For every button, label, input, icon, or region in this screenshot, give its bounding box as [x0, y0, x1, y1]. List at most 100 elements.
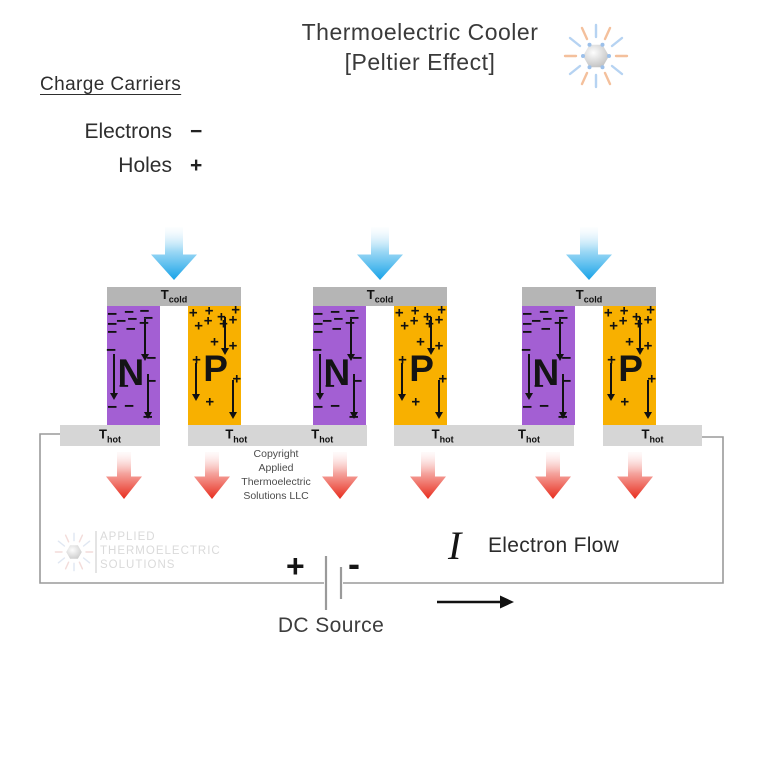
block-letter: N — [532, 351, 560, 393]
watermark-line: APPLIED — [100, 531, 156, 543]
carrier-drift-arrow — [318, 353, 321, 395]
legend-row-electrons: Electrons − — [40, 120, 260, 146]
tec-module-1: Tcold −−−−−−−−−−−−−−−−−N +++++++++++++P — [106, 287, 242, 447]
carrier-drift-arrow — [527, 353, 530, 395]
carrier-symbol: − — [345, 301, 356, 321]
carrier-symbol: − — [540, 319, 551, 339]
electrons-label: Electrons — [84, 120, 172, 143]
carrier-symbol: + — [603, 304, 613, 322]
carrier-symbol: − — [124, 396, 135, 416]
carrier-symbol: + — [438, 370, 448, 388]
battery-plus-label: + — [286, 548, 305, 584]
sun-burst-icon — [556, 16, 636, 96]
minus-symbol: − — [190, 120, 203, 143]
block-letter: N — [323, 351, 351, 393]
t-hot-label: Thot — [225, 426, 248, 444]
carrier-symbol: − — [107, 304, 118, 324]
hot-plate: Thot — [60, 425, 160, 446]
carrier-symbol: − — [558, 308, 569, 328]
carrier-symbol: + — [646, 301, 656, 319]
heat-rejected-arrow — [535, 452, 571, 499]
legend-row-holes: Holes + — [40, 154, 260, 180]
carrier-symbol: − — [522, 322, 533, 342]
watermark-text: APPLIED THERMOELECTRIC SOLUTIONS — [100, 530, 221, 572]
watermark-divider — [95, 531, 97, 573]
block-letter: P — [618, 348, 643, 390]
hot-plate: Thot Thot — [394, 425, 574, 446]
charge-carriers-legend: Charge Carriers Electrons − Holes + — [40, 74, 260, 177]
carrier-symbol: + — [231, 301, 241, 319]
carrier-symbol: + — [400, 317, 409, 335]
carrier-symbol: + — [228, 311, 238, 329]
carrier-symbol: − — [531, 311, 542, 331]
carrier-symbol: − — [106, 340, 117, 360]
carrier-symbol: − — [561, 348, 572, 368]
carrier-symbol: + — [434, 311, 444, 329]
carrier-symbol: + — [434, 337, 444, 355]
carrier-symbol: − — [125, 319, 136, 339]
page-title: Thermoelectric Cooler [Peltier Effect] — [230, 17, 610, 77]
carrier-symbol: − — [331, 319, 342, 339]
carrier-drift-arrow — [638, 316, 641, 349]
carrier-symbol: − — [554, 301, 565, 321]
n-type-block: −−−−−−−−−−−−−−−−−N — [106, 302, 160, 425]
carrier-symbol: + — [620, 393, 630, 411]
p-type-block: +++++++++++++P — [603, 302, 656, 425]
carrier-drift-arrow — [223, 316, 226, 349]
carrier-drift-arrow — [231, 379, 234, 414]
carrier-symbol: − — [118, 376, 129, 396]
tec-module-2: Tcold −−−−−−−−−−−−−−−−−N +++++++++++++P — [312, 287, 448, 447]
carrier-symbol: − — [124, 302, 135, 322]
title-line1: Thermoelectric Cooler — [301, 19, 539, 45]
carrier-symbol: − — [352, 371, 363, 391]
carrier-symbol: + — [410, 302, 420, 320]
carrier-symbol: − — [146, 371, 157, 391]
title-line2: [Peltier Effect] — [344, 49, 496, 75]
carrier-symbol: + — [192, 351, 201, 369]
heat-absorbed-arrow — [357, 227, 403, 280]
heat-absorbed-arrow — [151, 227, 197, 280]
carrier-drift-arrow — [610, 363, 613, 396]
cold-plate: Tcold — [522, 287, 656, 306]
electron-flow-arrow — [437, 595, 514, 609]
holes-label: Holes — [118, 154, 172, 177]
cold-plate: Tcold — [107, 287, 241, 306]
carrier-symbol: + — [194, 317, 203, 335]
carrier-symbol: − — [522, 304, 533, 324]
carrier-symbol: − — [561, 371, 572, 391]
block-letter: P — [203, 348, 228, 390]
carrier-drift-arrow — [646, 379, 649, 414]
copyright-line: Thermoelectric — [241, 476, 311, 488]
carrier-symbol: + — [216, 308, 226, 326]
n-type-block: −−−−−−−−−−−−−−−−−N — [521, 302, 575, 425]
hot-plate: Thot — [603, 425, 702, 446]
carrier-symbol: + — [619, 302, 629, 320]
carrier-symbol: − — [313, 314, 324, 334]
copyright-line: Copyright — [253, 448, 299, 460]
watermark-line: THERMOELECTRIC — [100, 545, 221, 557]
copyright-text: Copyright Applied Thermoelectric Solutio… — [228, 447, 324, 503]
carrier-symbol: − — [146, 348, 157, 368]
carrier-symbol: − — [349, 308, 360, 328]
hot-plate: Thot Thot — [188, 425, 367, 446]
carrier-symbol: − — [313, 304, 324, 324]
carrier-symbol: + — [643, 337, 653, 355]
heat-absorbed-arrow — [566, 227, 612, 280]
plus-symbol: + — [190, 154, 203, 177]
p-type-block: +++++++++++++P — [394, 302, 448, 425]
t-hot-label: Thot — [431, 426, 454, 444]
carrier-symbol: + — [188, 304, 198, 322]
carrier-symbol: − — [107, 397, 118, 417]
carrier-symbol: − — [539, 396, 550, 416]
carrier-symbol: + — [607, 351, 616, 369]
carrier-symbol: + — [394, 304, 404, 322]
carrier-symbol: + — [232, 370, 242, 388]
carrier-symbol: − — [107, 322, 118, 342]
carrier-drift-arrow — [144, 319, 147, 355]
brand-watermark: APPLIED THERMOELECTRIC SOLUTIONS — [50, 526, 250, 582]
carrier-symbol: − — [143, 308, 154, 328]
dc-source-label: DC Source — [277, 614, 385, 637]
copyright-line: Solutions LLC — [243, 490, 309, 502]
battery-minus-label: - — [348, 543, 360, 584]
carrier-symbol: − — [322, 311, 333, 331]
